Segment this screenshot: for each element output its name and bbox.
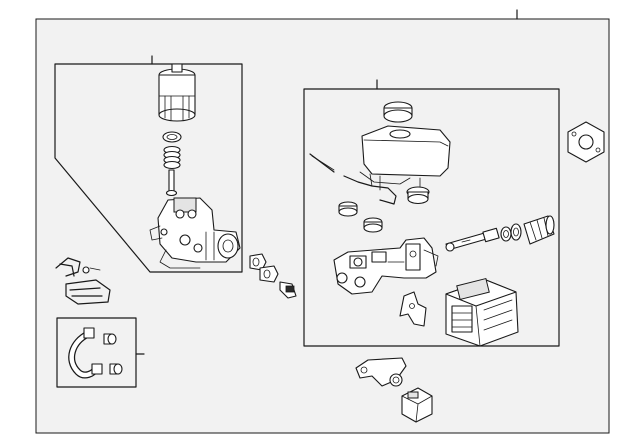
gasket — [567, 121, 605, 163]
mount-block — [401, 387, 433, 423]
pump-assembly-group — [54, 55, 243, 273]
retaining-pin — [309, 153, 335, 173]
grommet-3 — [363, 217, 383, 233]
hose-clamp-top — [103, 333, 117, 345]
grommet-2 — [338, 201, 358, 217]
grommet-1 — [406, 186, 430, 205]
hose-group — [56, 317, 145, 388]
reservoir-canister — [158, 63, 196, 122]
reservoir-tank — [359, 125, 451, 193]
hose-clamp-bottom — [109, 363, 123, 375]
dust-boot — [523, 215, 555, 245]
mount-bracket — [399, 291, 427, 327]
sensor-plug — [279, 281, 297, 299]
fitting-pair — [249, 253, 279, 283]
push-rod — [445, 227, 500, 252]
seal-washer — [500, 223, 522, 242]
master-cylinder-group — [303, 79, 560, 347]
control-module — [445, 277, 519, 347]
lower-bracket — [355, 357, 407, 387]
master-cylinder-body — [333, 237, 439, 295]
o-ring — [162, 131, 182, 143]
spring — [163, 145, 181, 170]
pump-motor-body — [149, 197, 241, 269]
wire-clip — [343, 175, 397, 205]
reservoir-cap — [383, 101, 413, 123]
wiring-bracket — [55, 257, 111, 305]
bolt — [165, 169, 178, 197]
